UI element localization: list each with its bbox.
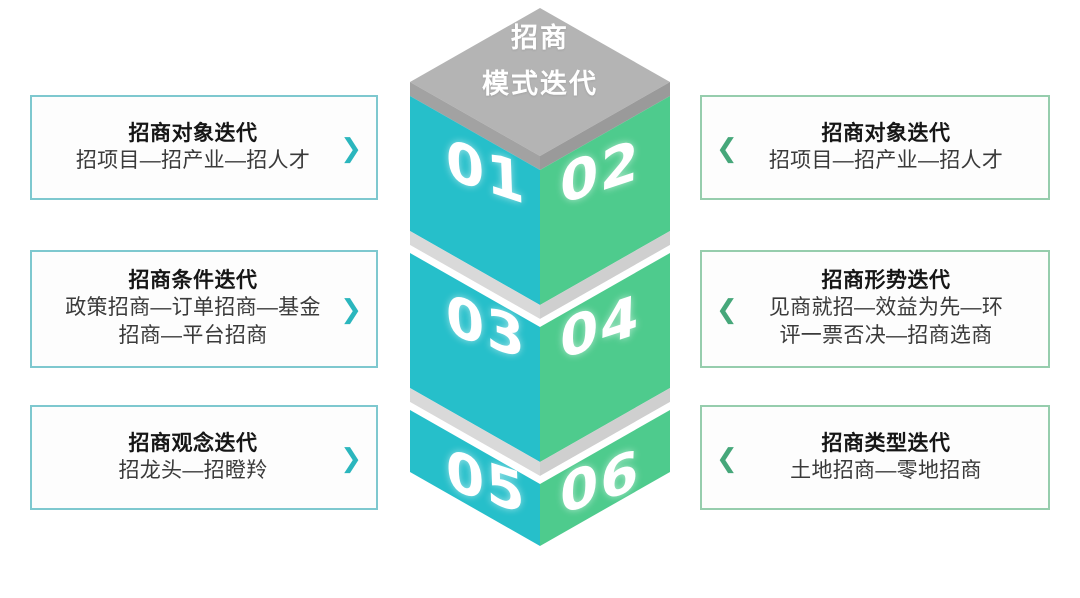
panel-left-3-content: 招商观念迭代 招龙头—招瞪羚 — [21, 431, 387, 485]
cube-separator-1-gap-left — [410, 245, 540, 327]
panel-left-3-title: 招商观念迭代 — [128, 431, 258, 455]
chevron-left-icon: ❮ — [716, 442, 738, 473]
panel-left-2[interactable]: 招商条件迭代 政策招商—订单招商—基金 招商—平台招商 ❯ — [30, 250, 378, 368]
panel-right-1-title: 招商对象迭代 — [821, 121, 951, 145]
cube-block3-left-face — [410, 410, 540, 546]
cube-block2-right-face — [540, 253, 670, 462]
chevron-left-icon: ❮ — [716, 294, 738, 324]
panel-right-1-content: 招商对象迭代 招项目—招产业—招人才 — [691, 121, 1059, 175]
cube-separator-2-left — [410, 388, 540, 476]
panel-right-1-subtitle: 招项目—招产业—招人才 — [768, 148, 1004, 172]
panel-left-2-subtitle-line2: 招商—平台招商 — [118, 324, 268, 348]
panel-left-1-subtitle: 招项目—招产业—招人才 — [75, 148, 311, 172]
cube-separator-1-left — [410, 231, 540, 319]
panel-right-2-subtitle-line2: 评一票否决—招商选商 — [779, 324, 993, 348]
panel-right-2-subtitle-line1: 见商就招—效益为先—环 — [768, 296, 1004, 320]
panel-right-1[interactable]: 招商对象迭代 招项目—招产业—招人才 ❮ — [700, 95, 1050, 200]
cube-separator-2-right — [540, 388, 670, 476]
cube-cap-right-face — [540, 82, 670, 170]
cube-block1-left-face — [410, 96, 540, 305]
cube-separator-1-right — [540, 231, 670, 319]
panel-right-3-content: 招商类型迭代 土地招商—零地招商 — [691, 431, 1059, 485]
panel-right-2[interactable]: 招商形势迭代 见商就招—效益为先—环 评一票否决—招商选商 ❮ — [700, 250, 1050, 368]
panel-right-2-title: 招商形势迭代 — [821, 269, 951, 293]
panel-right-3-subtitle: 土地招商—零地招商 — [790, 458, 982, 482]
panel-left-1-title: 招商对象迭代 — [128, 121, 258, 145]
panel-right-3-title: 招商类型迭代 — [821, 431, 951, 455]
panel-left-1[interactable]: 招商对象迭代 招项目—招产业—招人才 ❯ — [30, 95, 378, 200]
cube-block2-left-face — [410, 253, 540, 462]
chevron-left-icon: ❮ — [716, 132, 738, 163]
chevron-right-icon: ❯ — [340, 132, 362, 163]
panel-left-2-content: 招商条件迭代 政策招商—订单招商—基金 招商—平台招商 — [21, 268, 387, 350]
cube-tower-graphic — [410, 8, 670, 546]
panel-left-1-content: 招商对象迭代 招项目—招产业—招人才 — [21, 121, 387, 175]
panel-right-2-content: 招商形势迭代 见商就招—效益为先—环 评一票否决—招商选商 — [691, 268, 1059, 350]
cube-separator-1-gap-right — [540, 245, 670, 327]
panel-left-3-subtitle: 招龙头—招瞪羚 — [118, 458, 268, 482]
cube-tower: 招商 模式迭代 01 02 03 04 05 06 — [408, 0, 672, 560]
cube-block1-right-face — [540, 96, 670, 305]
chevron-right-icon: ❯ — [340, 294, 362, 324]
cube-block3-right-face — [540, 410, 670, 546]
cube-separator-2-gap-left — [410, 402, 540, 484]
cube-separator-2-gap-right — [540, 402, 670, 484]
panel-left-2-subtitle-line1: 政策招商—订单招商—基金 — [65, 296, 321, 320]
chevron-right-icon: ❯ — [340, 442, 362, 473]
panel-left-2-title: 招商条件迭代 — [128, 269, 258, 293]
panel-left-3[interactable]: 招商观念迭代 招龙头—招瞪羚 ❯ — [30, 405, 378, 510]
cube-cap-left-face — [410, 82, 540, 170]
panel-right-3[interactable]: 招商类型迭代 土地招商—零地招商 ❮ — [700, 405, 1050, 510]
